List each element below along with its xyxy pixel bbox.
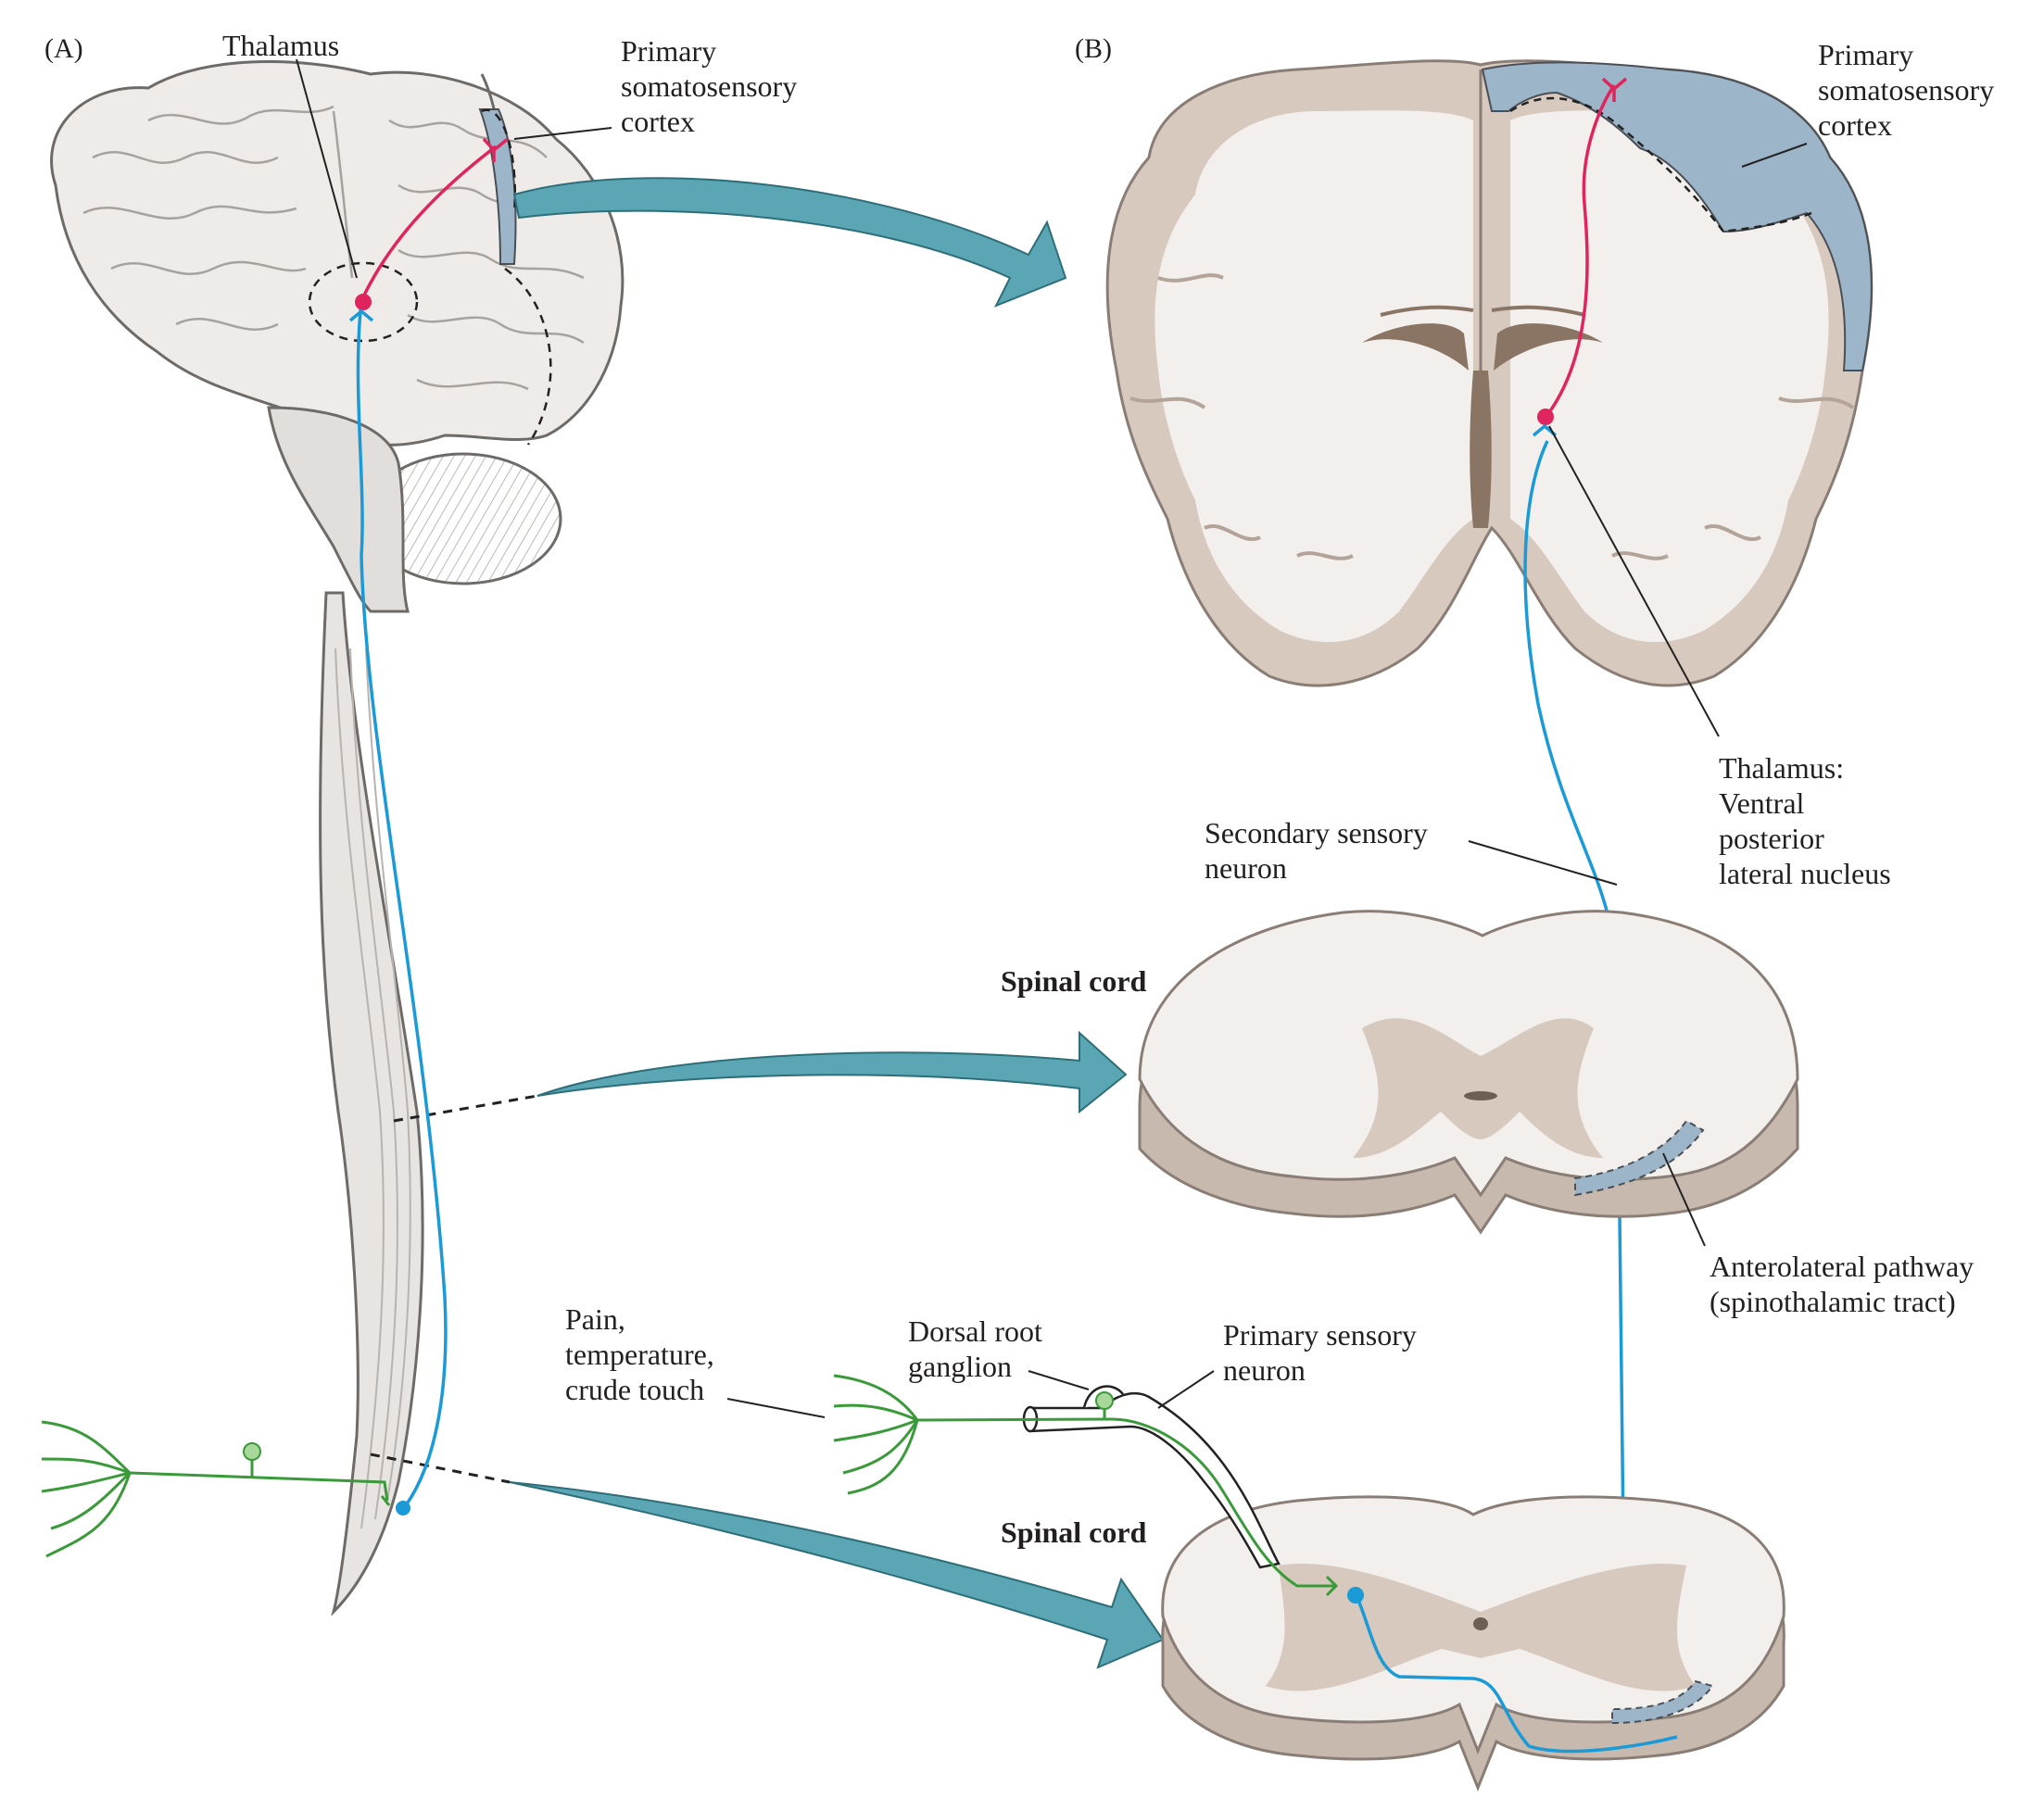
label-cortex-a-1: Primary: [621, 34, 716, 68]
label-thalamus-b-4: lateral nucleus: [1719, 857, 1891, 890]
tertiary-neuron-a: [360, 145, 498, 302]
secondary-decussation: [1356, 1597, 1678, 1754]
cortex-boundary-b: [1509, 96, 1812, 233]
upper-section-cut: [393, 1094, 538, 1123]
label-stimulus-2: temperature,: [565, 1338, 714, 1371]
arrow-to-lower-cord: [509, 1481, 1165, 1669]
thalamus-circle: [308, 261, 419, 343]
label-cortex-b-1: Primary: [1818, 38, 1913, 71]
label-secondary-1: Secondary sensory: [1205, 816, 1428, 849]
cut-plane-line: [504, 267, 552, 446]
label-stimulus-1: Pain,: [565, 1302, 625, 1336]
primary-neuron-a: [41, 1420, 391, 1558]
tertiary-neuron-b: [1546, 84, 1616, 417]
label-primary-2: neuron: [1223, 1353, 1306, 1387]
label-cortex-a-2: somatosensory: [621, 69, 797, 103]
label-spinal-cord-lower: Spinal cord: [1001, 1515, 1147, 1549]
label-drg-2: ganglion: [908, 1350, 1012, 1383]
label-cortex-b-3: cortex: [1818, 108, 1892, 142]
panel-b-label: (B): [1075, 33, 1112, 64]
arrow-to-upper-cord: [536, 1030, 1128, 1114]
whole-brain-illustration: [50, 59, 625, 613]
label-stimulus-3: crude touch: [565, 1373, 704, 1406]
label-thalamus-b-1: Thalamus:: [1719, 751, 1844, 785]
label-thalamus-a: Thalamus: [222, 29, 339, 62]
gyri-pattern: [82, 105, 585, 391]
primary-soma-a: [243, 1442, 261, 1461]
label-secondary-2: neuron: [1205, 851, 1287, 885]
label-cortex-a-3: cortex: [621, 105, 695, 138]
brainstem: [267, 406, 410, 613]
label-spinal-cord-upper: Spinal cord: [1001, 964, 1147, 998]
label-drg-1: Dorsal root: [908, 1314, 1042, 1348]
drg-soma: [1095, 1391, 1114, 1410]
secondary-soma-b: [1347, 1587, 1364, 1603]
label-anterolateral-2: (spinothalamic tract): [1710, 1285, 1956, 1318]
lower-section-cut: [370, 1453, 511, 1484]
spinal-cord-longitudinal: [319, 591, 424, 1616]
thalamic-neuron-soma-a: [355, 294, 372, 310]
coronal-brain-section: [1105, 59, 1874, 687]
primary-neuron-b: [833, 1374, 1339, 1597]
label-cortex-b-2: somatosensory: [1818, 73, 1994, 107]
secondary-neuron-a: [356, 300, 448, 1507]
label-thalamus-b-3: posterior: [1719, 822, 1824, 855]
thalamic-neuron-soma-b: [1537, 409, 1554, 425]
arrow-to-coronal: [512, 177, 1067, 308]
label-thalamus-b-2: Ventral: [1719, 786, 1805, 820]
label-primary-1: Primary sensory: [1223, 1318, 1417, 1352]
label-anterolateral-1: Anterolateral pathway: [1710, 1250, 1974, 1283]
anterolateral-tract-lower: [1611, 1679, 1714, 1725]
cerebrum-outline: [50, 59, 625, 446]
secondary-soma-a: [396, 1501, 410, 1515]
lower-spinal-cord-section: [1161, 1495, 1785, 1792]
upper-spinal-cord-section: [1138, 910, 1799, 1235]
panel-a-label: (A): [44, 33, 83, 64]
anterolateral-tract-upper: [1574, 1119, 1705, 1197]
